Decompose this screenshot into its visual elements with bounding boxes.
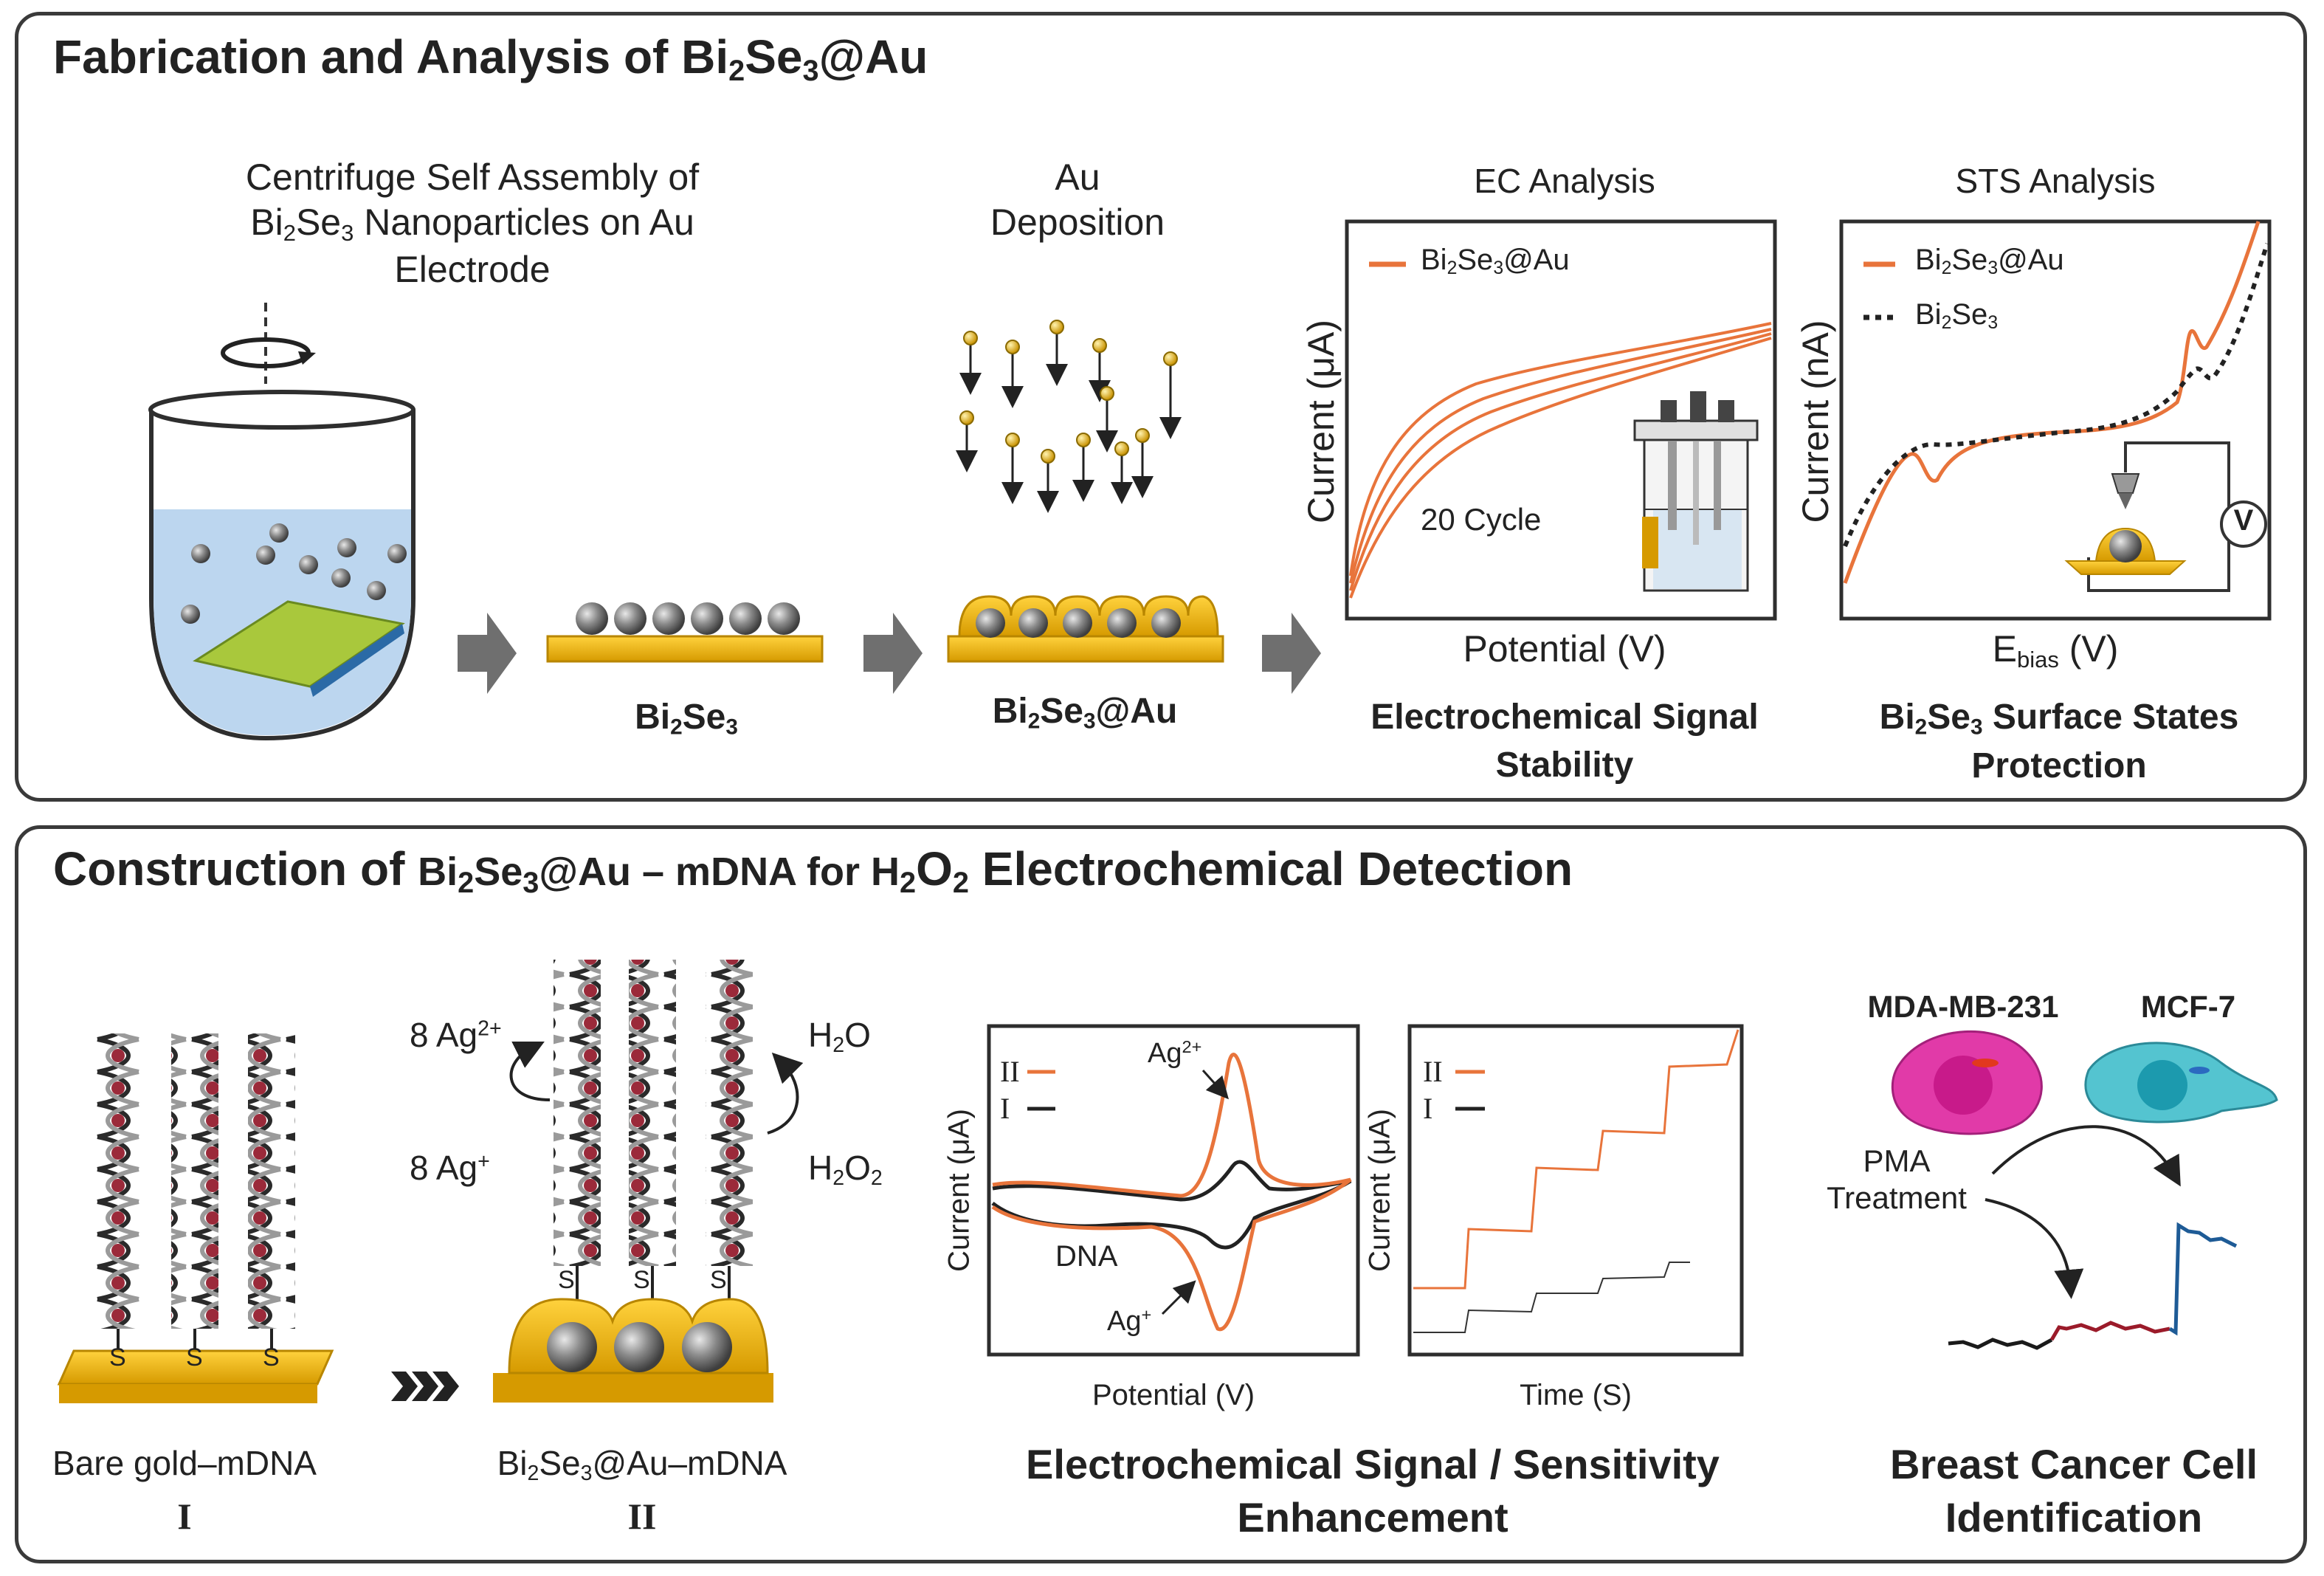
au-deposition-caption: Au Deposition (990, 156, 1165, 243)
cv-legend-ii: II (1000, 1055, 1020, 1088)
sts-legend-bi2se3-au: Bi2Se3@Au (1915, 244, 2064, 279)
mda-mb-231-label: MDA-MB-231 (1867, 989, 2059, 1024)
thiol-label-ii-3: S (710, 1266, 727, 1294)
ag1-product-label: 8 Ag+ (410, 1149, 490, 1187)
sts-analysis-header: STS Analysis (1955, 162, 2156, 200)
cell-identification-caption: Breast Cancer Cell Identification (1889, 1441, 2258, 1541)
fabrication-title: Fabrication and Analysis of Bi2Se3@Au (53, 30, 928, 87)
h2o2-label: H2O2 (808, 1149, 883, 1191)
thiol-label-ii-1: S (558, 1266, 575, 1294)
electrode-ii-roman: II (627, 1496, 657, 1537)
cycle-annotation: 20 Cycle (1421, 502, 1542, 537)
mcf-7-label: MCF-7 (2140, 989, 2236, 1024)
ec-x-axis-label: Potential (V) (1463, 628, 1666, 670)
thiol-label-i-2: S (186, 1343, 203, 1372)
sensitivity-caption: Electrochemical Signal / Sensitivity Enh… (1026, 1441, 1720, 1541)
pma-treatment-label: PMA Treatment (1827, 1143, 1967, 1216)
bi2se3-label: Bi2Se3 (635, 698, 738, 740)
sts-legend-bi2se3: Bi2Se3 (1915, 298, 1999, 334)
mcf-7-cell-icon (2084, 1042, 2278, 1123)
sts-x-axis-label: Ebias (V) (1992, 628, 2119, 672)
construction-title: Construction of Bi2Se3@Au – mDNA for H2O… (53, 842, 1573, 899)
cv-ag1-peak-label: Ag+ (1107, 1305, 1152, 1337)
cv-legend-i: I (1000, 1092, 1010, 1125)
cv-dna-label: DNA (1055, 1240, 1118, 1273)
ec-analysis-header: EC Analysis (1474, 162, 1655, 200)
sts-caption: Bi2Se3 Surface States Protection (1879, 698, 2239, 785)
amp-x-axis-label: Time (S) (1520, 1379, 1632, 1411)
voltmeter-label: V (2233, 504, 2254, 537)
cv-ag2-peak-label: Ag2+ (1148, 1037, 1202, 1069)
electrode-i-roman: I (177, 1496, 192, 1537)
ag2-reactant-label: 8 Ag2+ (410, 1016, 502, 1054)
thiol-label-i-1: S (109, 1343, 126, 1372)
thiol-label-i-3: S (263, 1343, 280, 1372)
rotation-arrow-icon (221, 337, 316, 368)
bare-gold-label: Bare gold–mDNA (52, 1444, 317, 1482)
ec-caption: Electrochemical Signal Stability (1370, 698, 1759, 785)
amp-legend-i: I (1423, 1092, 1433, 1125)
centrifuge-caption: Centrifuge Self Assembly of Bi2Se3 Nanop… (245, 156, 700, 290)
cv-x-axis-label: Potential (V) (1092, 1379, 1255, 1411)
thiol-label-ii-2: S (633, 1266, 650, 1294)
amp-legend-ii: II (1423, 1055, 1443, 1088)
mda-mb-231-cell-icon (1891, 1030, 2043, 1135)
ec-legend-bi2se3-au: Bi2Se3@Au (1421, 244, 1570, 279)
bi2se3-au-label: Bi2Se3@Au (992, 692, 1178, 734)
h2o-label: H2O (808, 1016, 871, 1058)
bi2se3-au-mdna-label: Bi2Se3@Au–mDNA (497, 1444, 787, 1486)
